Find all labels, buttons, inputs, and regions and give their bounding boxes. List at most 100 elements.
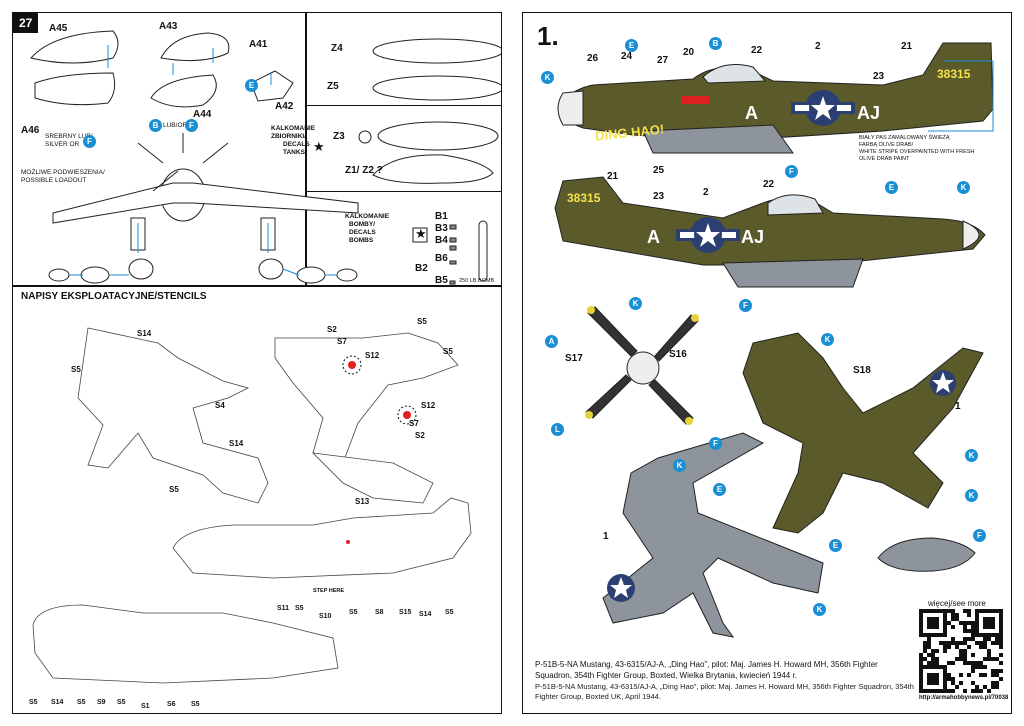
lub-or-label: LUB/OR (163, 122, 188, 129)
tail-serial: 38315 (937, 67, 971, 81)
possible-loadout-pl: MOŻLIWE PODWIESZENIA/ (21, 169, 105, 176)
aircraft-code-a: A (745, 103, 758, 123)
see-more-label: więcej/see more (928, 599, 986, 608)
stencil-s5: S5 (169, 485, 179, 494)
tank-label-z3: Z3 (333, 131, 345, 142)
tanks-decals-en2: TANKS (283, 149, 305, 156)
callout-26: 26 (587, 53, 599, 64)
line-drawings (30, 30, 501, 684)
aircraft-codes: AJ (857, 103, 881, 123)
color-callout-k: K (957, 181, 970, 194)
instruction-page-right: 1. (522, 12, 1012, 714)
stencils-title: NAPISY EKSPLOATACYJNE/STENCILS (21, 291, 207, 302)
stencil-s16: S16 (669, 349, 687, 360)
instruction-page-left: 27 (12, 12, 502, 714)
part-label-a46: A46 (21, 125, 40, 136)
color-callout-b: B (149, 119, 162, 132)
stencil-s5: S5 (443, 347, 453, 356)
color-callout-f: F (785, 165, 798, 178)
color-callout-k: K (541, 71, 554, 84)
color-callout-k: K (965, 449, 978, 462)
silver-or-en: SILVER OR (45, 141, 80, 148)
tanks-decals-pl: KALKOMANIE (271, 125, 316, 132)
qr-code[interactable] (919, 609, 1003, 693)
caption-polish: P-51B-5-NA Mustang, 43-6315/AJ-A, „Ding … (535, 660, 878, 680)
tank-label-z5: Z5 (327, 81, 339, 92)
bomb-note: 250 LB BOMB (459, 278, 495, 284)
callout-2: 2 (815, 41, 821, 52)
stencil-s7: S7 (337, 337, 347, 346)
stencil-row2-2: S5 (77, 699, 86, 706)
stencil-row1-1: S5 (295, 605, 304, 612)
stencil-row2-1: S14 (51, 699, 64, 706)
color-callout-k: K (813, 603, 826, 616)
bombs-decals-en: DECALS (349, 229, 376, 236)
bomb-label-b5: B5 (435, 275, 448, 286)
part-label-a42: A42 (275, 101, 294, 112)
tank-label-z1-z2: Z1/ Z2 ? (345, 165, 383, 176)
url-link[interactable]: http://armahobbynews.pl/70038 (919, 695, 1009, 701)
stencil-s13: S13 (355, 497, 370, 506)
stencil-row2-6: S6 (167, 701, 176, 708)
step-here-label: STEP HERE (313, 588, 345, 594)
page-number: 27 (13, 13, 39, 33)
stripe-note-pl2: FARBĄ OLIVE DRAB/ (859, 142, 914, 148)
stencil-row2-5: S1 (141, 703, 150, 710)
aircraft-codes: AJ (741, 227, 765, 247)
stencil-row1-4: S8 (375, 609, 384, 616)
callout-21: 21 (607, 171, 619, 182)
stencil-s17: S17 (565, 353, 583, 364)
bomb-label-b3: B3 (435, 223, 448, 234)
caption-english: P-51B-5-NA Mustang, 43-6315/AJ-A, „Ding … (535, 682, 914, 701)
color-callout-f: F (185, 119, 198, 132)
callout-24: 24 (621, 51, 633, 62)
callout-22: 22 (763, 179, 775, 190)
stencil-row1-7: S5 (445, 609, 454, 616)
color-callout-k: K (629, 297, 642, 310)
color-callout-f: F (709, 437, 722, 450)
color-callout-e: E (829, 539, 842, 552)
color-callout-b: B (709, 37, 722, 50)
color-callout-k: K (965, 489, 978, 502)
possible-loadout-en: POSSIBLE LOADOUT (21, 177, 87, 184)
color-callout-l: L (551, 423, 564, 436)
bomb-label-b4: B4 (435, 235, 448, 246)
stencil-s14: S14 (229, 439, 244, 448)
insignia-1: 1 (603, 531, 609, 542)
bomb-label-b1: B1 (435, 211, 448, 222)
callout-27: 27 (657, 55, 669, 66)
part-label-a45: A45 (49, 23, 68, 34)
stencil-s12: S12 (421, 401, 436, 410)
color-callout-e: E (245, 79, 258, 92)
color-callout-e: E (885, 181, 898, 194)
callout-2: 2 (703, 187, 709, 198)
stencil-s5: S5 (71, 365, 81, 374)
bomb-label-b6: B6 (435, 253, 448, 264)
stencil-row2-0: S5 (29, 699, 38, 706)
part-label-a41: A41 (249, 39, 268, 50)
divider (305, 13, 307, 285)
bombs-decals-pl: KALKOMANIE (345, 213, 390, 220)
callout-23: 23 (873, 71, 885, 82)
part-label-a43: A43 (159, 21, 178, 32)
stripe-note-pl: BIAŁY PAS ZAMALOWANY ŚWIEŻĄ (859, 135, 950, 141)
divider (305, 191, 501, 192)
stencil-s4: S4 (215, 401, 225, 410)
stencil-row1-6: S14 (419, 611, 432, 618)
stencil-row1-3: S5 (349, 609, 358, 616)
tanks-decals-en: DECALS (283, 141, 310, 148)
bombs-decals-pl2: BOMBY/ (349, 221, 375, 228)
stencil-s7: S7 (409, 419, 419, 428)
bomb-label-b2: B2 (415, 263, 428, 274)
tanks-decals-pl2: ZBIORNIKI/ (271, 133, 307, 140)
stencil-s5: S5 (417, 317, 427, 326)
stencil-row2-3: S9 (97, 699, 106, 706)
stripe-note-en: WHITE STRIPE OVERPAINTED WITH FRESH (859, 149, 975, 155)
callout-21: 21 (901, 41, 913, 52)
stencil-s14: S14 (137, 329, 152, 338)
star-icon: ★ (415, 226, 427, 241)
callout-25: 25 (653, 165, 665, 176)
color-callout-f: F (83, 135, 96, 148)
divider (305, 105, 501, 106)
divider (13, 285, 501, 287)
